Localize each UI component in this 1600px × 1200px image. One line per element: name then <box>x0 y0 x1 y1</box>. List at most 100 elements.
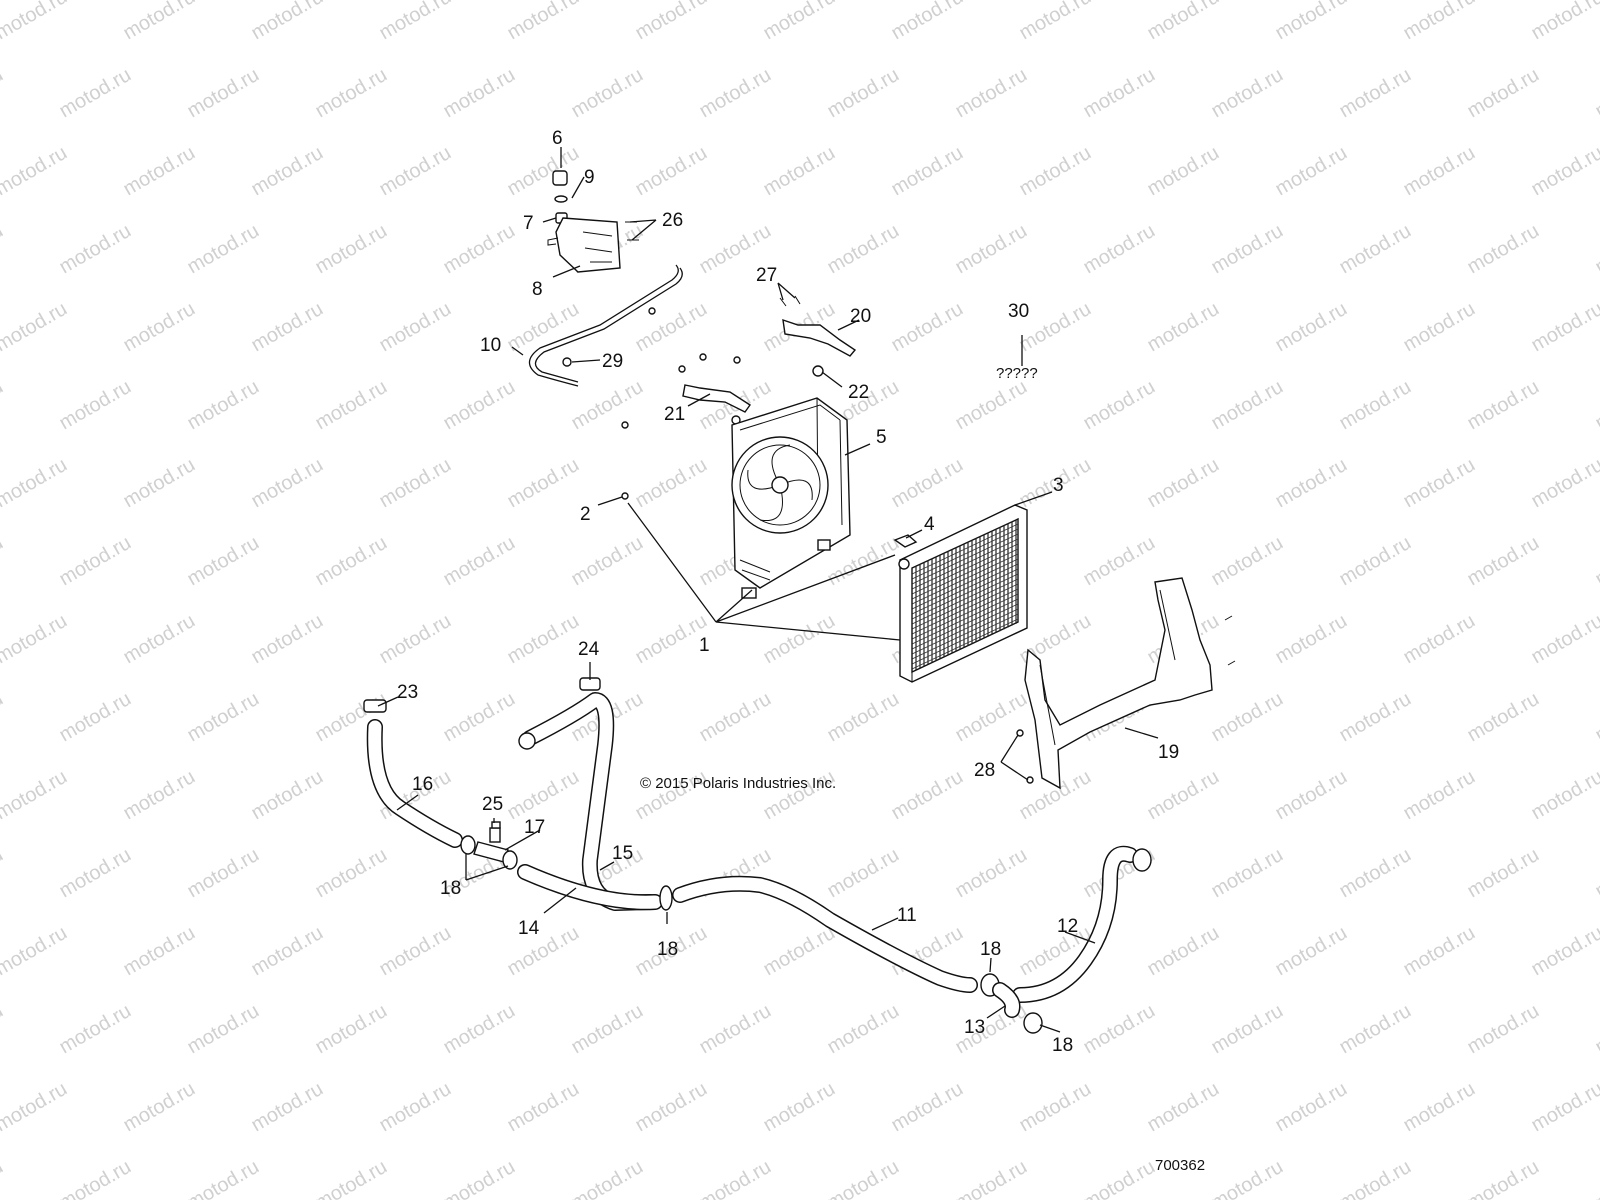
watermark-text: motod.ru <box>248 1078 327 1137</box>
radiator-fin-line <box>911 528 1019 580</box>
watermark-text: motod.ru <box>1144 142 1223 201</box>
callout-18-right-top: 18 <box>980 939 1001 960</box>
watermark-text: motod.ru <box>120 0 199 44</box>
watermark-text: motod.ru <box>1272 766 1351 825</box>
watermark-text: motod.ru <box>312 844 391 903</box>
watermark-text: motod.ru <box>1272 922 1351 981</box>
nut <box>699 353 707 361</box>
watermark-text: motod.ru <box>696 1000 775 1059</box>
support-screws <box>1224 615 1236 666</box>
watermark-text: motod.ru <box>1400 766 1479 825</box>
watermark-text: motod.ru <box>0 376 7 435</box>
callout-18-right-bottom: 18 <box>1052 1035 1073 1056</box>
shroud-grommet <box>817 539 831 551</box>
support-edges <box>1039 589 1176 746</box>
watermark-text: motod.ru <box>504 766 583 825</box>
watermark-text: motod.ru <box>120 766 199 825</box>
screw-28 <box>1016 729 1024 737</box>
bracket-group <box>621 295 857 500</box>
watermark-text: motod.ru <box>1016 1078 1095 1137</box>
watermark-text: motod.ru <box>120 1078 199 1137</box>
watermark-text: motod.ru <box>120 922 199 981</box>
watermark-text: motod.ru <box>1336 532 1415 591</box>
watermark-text: motod.ru <box>184 844 263 903</box>
clamp-18 <box>659 885 673 911</box>
watermark-text: motod.ru <box>1592 376 1600 435</box>
watermark-text: motod.ru <box>1080 532 1159 591</box>
watermark-text: motod.ru <box>1400 454 1479 513</box>
watermark-text: motod.ru <box>1464 220 1543 279</box>
watermark-text: motod.ru <box>568 1000 647 1059</box>
watermark-text: motod.ru <box>56 64 135 123</box>
watermark-text: motod.ru <box>1336 1156 1415 1200</box>
radiator-fin-line <box>911 553 1019 605</box>
watermark-text: motod.ru <box>824 688 903 747</box>
radiator-group <box>893 504 1028 683</box>
clamp-18 <box>502 850 518 870</box>
watermark-text: motod.ru <box>888 1078 967 1137</box>
watermark-text: motod.ru <box>0 1156 7 1200</box>
watermark-text: motod.ru <box>504 610 583 669</box>
cap-seal <box>554 195 568 203</box>
watermark-text: motod.ru <box>184 532 263 591</box>
watermark-text: motod.ru <box>56 1156 135 1200</box>
watermark-text: motod.ru <box>56 688 135 747</box>
bracket-20 <box>782 318 857 357</box>
clamp-18 <box>1023 1012 1043 1034</box>
watermark-text: motod.ru <box>1080 376 1159 435</box>
watermark-text: motod.ru <box>760 1078 839 1137</box>
watermark-text: motod.ru <box>184 1000 263 1059</box>
watermark-text: motod.ru <box>1400 298 1479 357</box>
radiator-fin-line <box>911 573 1019 625</box>
watermark-text: motod.ru <box>56 1000 135 1059</box>
watermark-text: motod.ru <box>376 0 455 44</box>
watermark-text: motod.ru <box>1272 142 1351 201</box>
watermark-text: motod.ru <box>440 220 519 279</box>
radiator-fin-line <box>911 598 1019 650</box>
watermark-text: motod.ru <box>696 688 775 747</box>
watermark-text: motod.ru <box>1080 220 1159 279</box>
watermark-text: motod.ru <box>1528 610 1600 669</box>
clamp-23 <box>363 699 387 713</box>
watermark-text: motod.ru <box>440 1156 519 1200</box>
callout-13: 13 <box>964 1017 985 1038</box>
watermark-text: motod.ru <box>0 610 71 669</box>
watermark-text: motod.ru <box>1208 1156 1287 1200</box>
watermark-text: motod.ru <box>1464 844 1543 903</box>
watermark-text: motod.ru <box>1080 1156 1159 1200</box>
watermark-text: motod.ru <box>1592 1156 1600 1200</box>
watermark-text: motod.ru <box>56 844 135 903</box>
watermark-text: motod.ru <box>184 376 263 435</box>
watermark-text: motod.ru <box>1528 922 1600 981</box>
callout-8: 8 <box>532 279 543 300</box>
callout-25: 25 <box>482 794 503 815</box>
shroud-foot <box>739 559 771 581</box>
watermark-text: motod.ru <box>440 1000 519 1059</box>
leader-lines <box>377 147 1159 1033</box>
watermark-text: motod.ru <box>1144 454 1223 513</box>
watermark-text: motod.ru <box>1272 454 1351 513</box>
callout-18-middle: 18 <box>657 939 678 960</box>
watermark-text: motod.ru <box>312 376 391 435</box>
watermark-text: motod.ru <box>760 922 839 981</box>
radiator-fin-line <box>911 568 1019 620</box>
watermark-text: motod.ru <box>0 64 7 123</box>
callout-16: 16 <box>412 774 433 795</box>
callout-1: 1 <box>699 635 710 656</box>
watermark-text: motod.ru <box>1208 376 1287 435</box>
watermark-text: motod.ru <box>1080 1000 1159 1059</box>
watermark-text: motod.ru <box>0 1000 7 1059</box>
radiator-fin-line <box>911 613 1019 665</box>
shroud-top-edge <box>739 404 841 431</box>
watermark-text: motod.ru <box>1208 1000 1287 1059</box>
watermark-text: motod.ru <box>1592 220 1600 279</box>
watermark-text: motod.ru <box>1400 1078 1479 1137</box>
watermark-text: motod.ru <box>952 1156 1031 1200</box>
callout-4: 4 <box>924 514 935 535</box>
watermark-text: motod.ru <box>1144 298 1223 357</box>
watermark-text: motod.ru <box>1464 1156 1543 1200</box>
watermark-text: motod.ru <box>0 1078 71 1137</box>
